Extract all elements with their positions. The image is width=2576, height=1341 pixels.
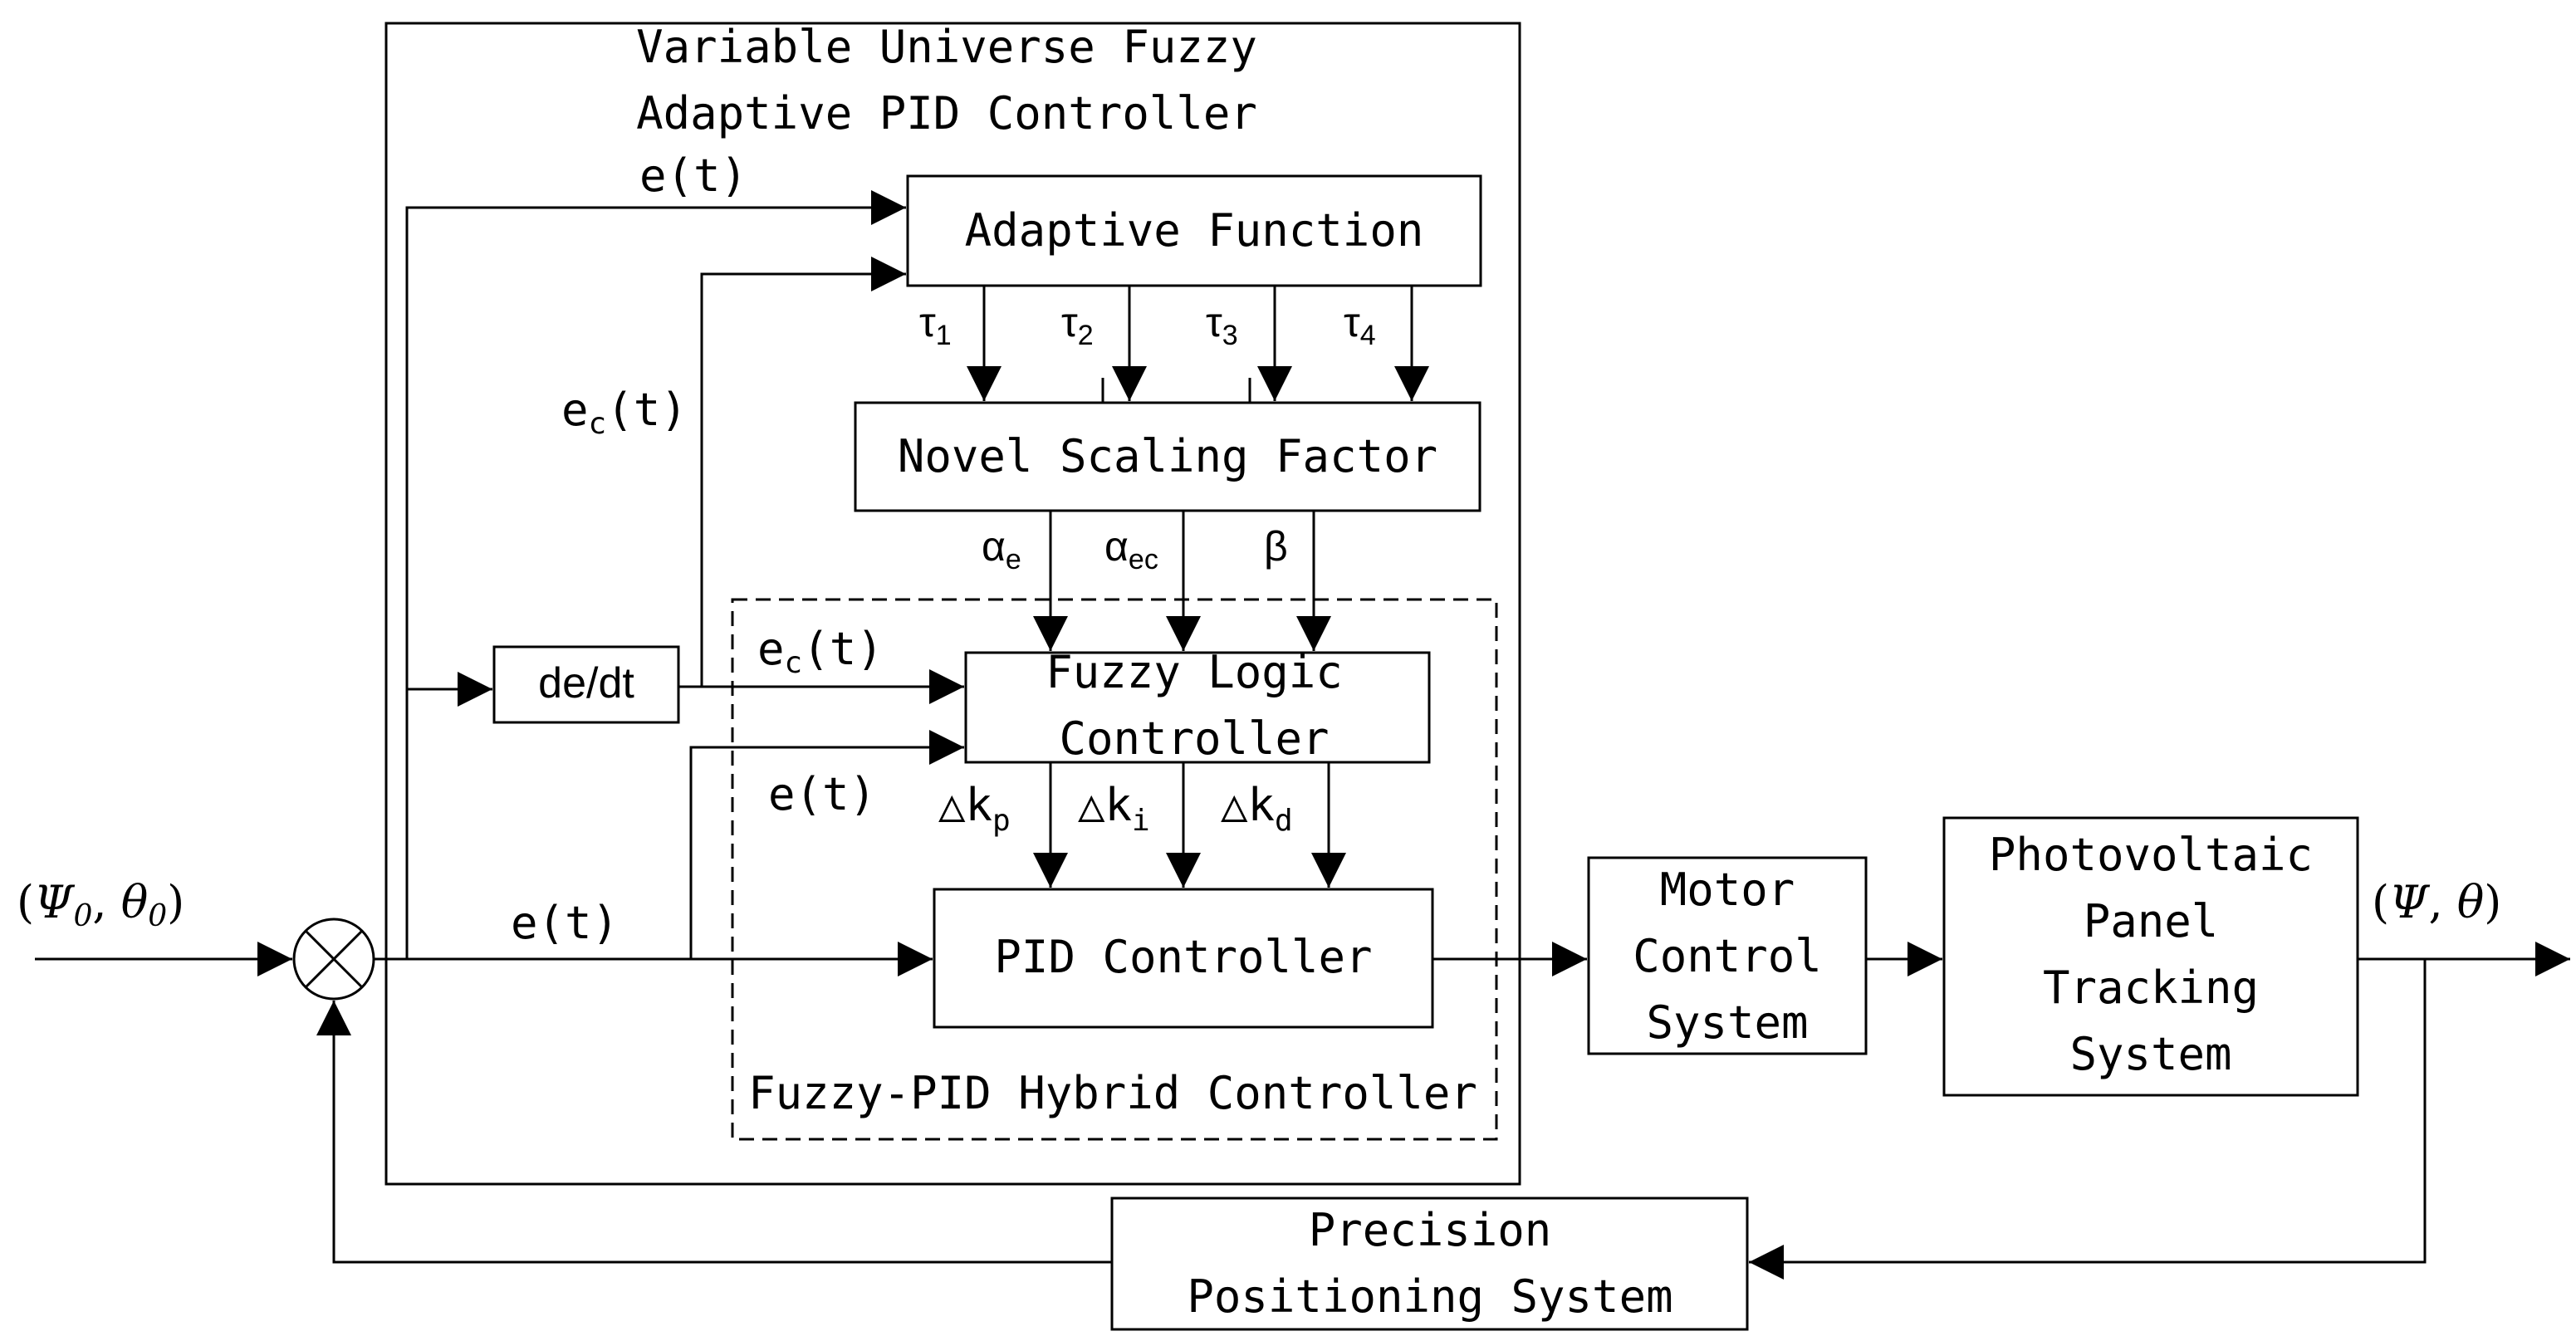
delta-kd-label: △kd bbox=[1221, 779, 1293, 838]
e-t-label-main: e(t) bbox=[511, 897, 619, 949]
novel-scaling-factor-block: Novel Scaling Factor bbox=[854, 401, 1481, 512]
outer-title-line1: Variable Universe Fuzzy bbox=[636, 21, 1257, 73]
tau2-label: τ2 bbox=[1061, 299, 1094, 351]
precision-label-line1: Precision bbox=[1309, 1204, 1552, 1256]
hybrid-controller-label: Fuzzy-PID Hybrid Controller bbox=[748, 1067, 1477, 1119]
ec-t-label-fuzzy: ec(t) bbox=[757, 623, 884, 680]
precision-label-line2: Positioning System bbox=[1187, 1270, 1672, 1323]
differentiator-block: de/dt bbox=[492, 645, 680, 724]
pid-controller-block: PID Controller bbox=[933, 888, 1434, 1029]
motor-label-line3: System bbox=[1646, 996, 1808, 1049]
alpha-ec-label: αec bbox=[1104, 523, 1158, 575]
fuzzy-logic-label-line2: Controller bbox=[1059, 712, 1329, 765]
pv-label-line4: System bbox=[2069, 1028, 2231, 1080]
outer-title-line2: Adaptive PID Controller bbox=[636, 87, 1257, 139]
fuzzy-logic-label-line1: Fuzzy Logic bbox=[1046, 646, 1343, 698]
pv-label-line1: Photovoltaic bbox=[1989, 829, 2313, 881]
pv-label-line3: Tracking bbox=[2043, 962, 2259, 1014]
tau1-label: τ1 bbox=[919, 299, 952, 351]
summing-junction bbox=[292, 918, 375, 1001]
delta-kp-label: △kp bbox=[938, 779, 1011, 838]
novel-scaling-factor-label: Novel Scaling Factor bbox=[898, 430, 1437, 482]
output-signal-label: (Ψ, θ) bbox=[2372, 876, 2501, 928]
connection-lines bbox=[35, 190, 2570, 1280]
motor-label-line2: Control bbox=[1633, 930, 1822, 982]
adaptive-function-label: Adaptive Function bbox=[965, 204, 1424, 257]
pid-controller-label: PID Controller bbox=[994, 931, 1372, 983]
e-t-label-top: e(t) bbox=[639, 149, 747, 202]
tau3-label: τ3 bbox=[1206, 299, 1238, 351]
precision-positioning-block: Precision Positioning System bbox=[1110, 1197, 1749, 1331]
differentiator-label: de/dt bbox=[538, 659, 634, 707]
beta-label: β bbox=[1264, 523, 1288, 570]
fuzzy-logic-controller-block: Fuzzy Logic Controller bbox=[964, 646, 1431, 765]
pv-label-line2: Panel bbox=[2084, 895, 2219, 947]
alpha-e-label: αe bbox=[982, 523, 1021, 575]
hybrid-controller-box bbox=[731, 598, 1498, 1141]
adaptive-function-block: Adaptive Function bbox=[906, 174, 1482, 287]
motor-control-system-block: Motor Control System bbox=[1587, 856, 1868, 1055]
input-signal-label: (Ψ0, θ0) bbox=[17, 876, 184, 933]
outer-controller-box bbox=[384, 22, 1521, 1186]
motor-label-line1: Motor bbox=[1660, 864, 1795, 916]
delta-ki-label: △ki bbox=[1078, 779, 1150, 838]
e-t-label-fuzzy: e(t) bbox=[768, 768, 876, 820]
ec-t-label-vertical: ec(t) bbox=[561, 384, 688, 441]
tau4-label: τ4 bbox=[1344, 299, 1376, 351]
pv-tracking-system-block: Photovoltaic Panel Tracking System bbox=[1942, 816, 2359, 1097]
